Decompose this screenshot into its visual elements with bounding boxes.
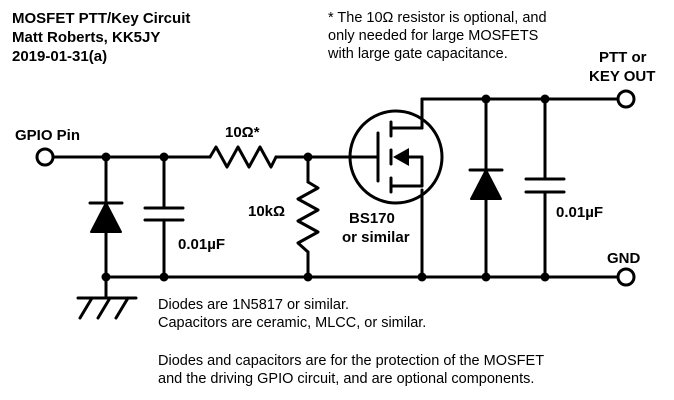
notes-line-3: Diodes and capacitors are for the protec… — [158, 353, 544, 369]
gpio-pin-label: GPIO Pin — [15, 127, 80, 144]
series-resistor-label: 10Ω* — [225, 124, 260, 141]
gnd-terminal — [616, 267, 636, 287]
series-resistor — [208, 145, 278, 169]
ptt-label-line-1: PTT or — [599, 49, 647, 66]
note-line-1: * The 10Ω resistor is optional, and — [328, 10, 547, 26]
ground-symbol — [76, 296, 138, 320]
notes-line-4: and the driving GPIO circuit, and are op… — [158, 371, 534, 387]
notes-line-2: Capacitors are ceramic, MLCC, or similar… — [158, 315, 426, 331]
title-line-3: 2019-01-31(a) — [12, 48, 107, 65]
gpio-pin-terminal — [35, 147, 55, 167]
ptt-out-terminal — [616, 89, 636, 109]
right-capacitor-label: 0.01µF — [556, 204, 603, 221]
left-capacitor — [143, 206, 185, 222]
pulldown-resistor — [296, 180, 320, 254]
wires — [52, 97, 619, 300]
mosfet-label-line-1: BS170 — [349, 210, 395, 227]
ptt-label-line-2: KEY OUT — [589, 68, 655, 85]
title-line-2: Matt Roberts, KK5JY — [12, 29, 160, 46]
right-diode — [468, 168, 504, 200]
note-line-2: only needed for large MOSFETS — [328, 28, 538, 44]
junction-dots — [101, 94, 550, 282]
left-capacitor-label: 0.01µF — [178, 236, 225, 253]
right-capacitor — [524, 177, 566, 194]
title-line-1: MOSFET PTT/Key Circuit — [12, 10, 190, 27]
left-diode — [88, 201, 124, 233]
notes-line-1: Diodes are 1N5817 or similar. — [158, 297, 349, 313]
note-line-3: with large gate capacitance. — [327, 46, 508, 62]
mosfet-label-line-2: or similar — [342, 229, 410, 246]
pulldown-resistor-label: 10kΩ — [248, 203, 285, 220]
gnd-label: GND — [607, 250, 641, 267]
mosfet — [348, 109, 444, 205]
